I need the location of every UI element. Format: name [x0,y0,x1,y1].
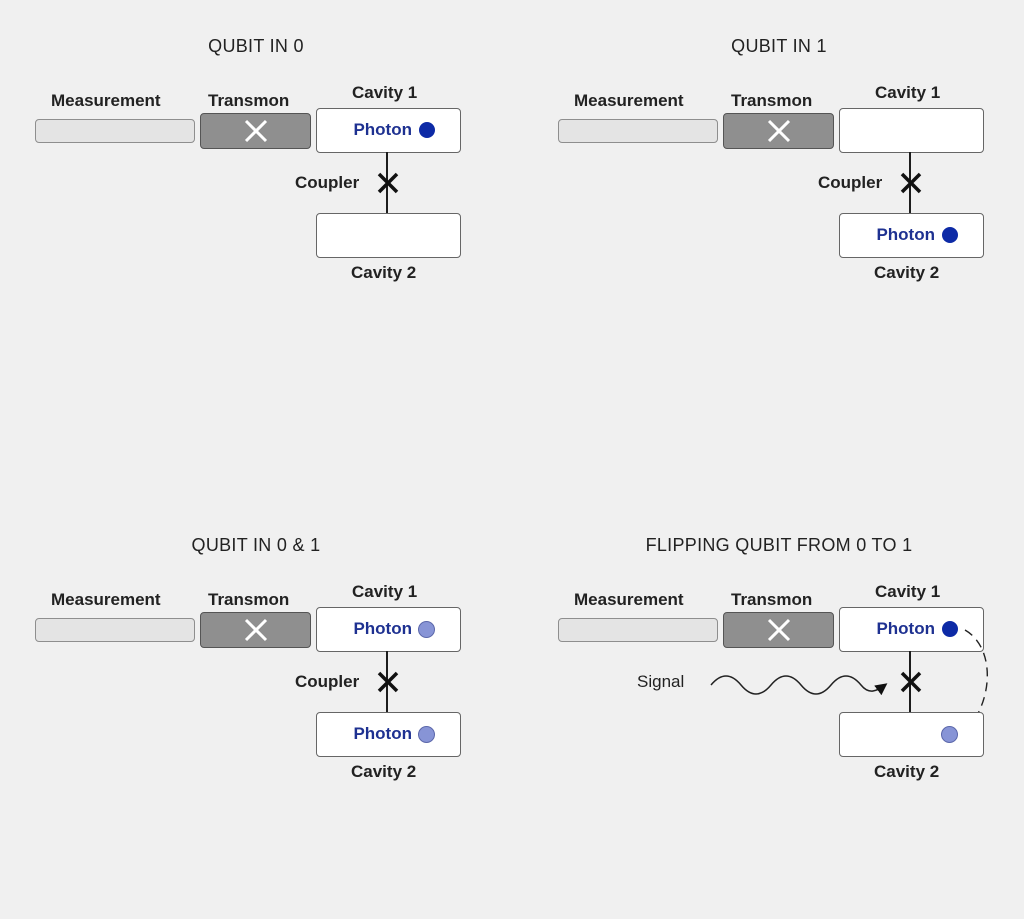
cavity1-label: Cavity 1 [352,582,418,601]
panel-qubit-in-0: QUBIT IN 0 Measurement Transmon Cavity 1… [0,0,512,420]
transmon-box [723,612,834,648]
coupler-label: Coupler [295,672,360,691]
cavity1-label: Cavity 1 [875,582,941,601]
measurement-label: Measurement [574,590,684,609]
x-mark-icon [244,618,268,642]
photon-dot-icon [418,621,435,638]
panel-title: QUBIT IN 1 [731,36,827,56]
photon-label: Photon [353,120,412,139]
cavity1-box [839,108,984,153]
panel-flipping-qubit: FLIPPING QUBIT FROM 0 TO 1 Measurement T… [523,499,1024,919]
photon-label: Photon [876,619,935,638]
panel-title: FLIPPING QUBIT FROM 0 TO 1 [645,535,913,555]
panel-title: QUBIT IN 0 [208,36,304,56]
cavity2-box [839,712,984,757]
panel-qubit-in-0-and-1: QUBIT IN 0 & 1 Measurement Transmon Cavi… [0,499,512,919]
photon-dot-icon [419,122,435,138]
transmon-box [200,612,311,648]
cavity2-label: Cavity 2 [351,762,417,781]
coupler-label: Coupler [295,173,360,192]
cavity1-box: Photon [316,108,461,153]
cavity1-box: Photon [839,607,984,652]
measurement-label: Measurement [51,590,161,609]
transmon-label: Transmon [731,91,813,110]
signal-wave-icon [710,675,888,696]
signal-label: Signal [637,672,685,691]
coupler-label: Coupler [818,173,883,192]
panel-title: QUBIT IN 0 & 1 [191,535,321,555]
measurement-bar [558,618,718,642]
cavity2-box: Photon [316,712,461,757]
transmon-label: Transmon [208,91,290,110]
measurement-bar [35,119,195,143]
x-mark-icon [767,119,791,143]
measurement-bar [35,618,195,642]
cavity1-label: Cavity 1 [352,83,418,102]
x-mark-icon [244,119,268,143]
cavity2-label: Cavity 2 [351,263,417,282]
cavity2-label: Cavity 2 [874,762,940,781]
measurement-label: Measurement [574,91,684,110]
photon-label: Photon [876,225,935,244]
photon-dot-icon [418,726,435,743]
cavity1-box: Photon [316,607,461,652]
cavity1-label: Cavity 1 [875,83,941,102]
photon-dot-icon [941,726,958,743]
photon-label: Photon [353,619,412,638]
cross-icon [900,172,922,194]
photon-dot-icon [942,227,958,243]
cavity2-box: Photon [839,213,984,258]
transmon-label: Transmon [731,590,813,609]
cavity2-label: Cavity 2 [874,263,940,282]
cross-icon [377,671,399,693]
x-mark-icon [767,618,791,642]
cavity2-box [316,213,461,258]
transmon-box [200,113,311,149]
cross-icon [377,172,399,194]
photon-label: Photon [353,724,412,743]
transmon-label: Transmon [208,590,290,609]
cross-icon [900,671,922,693]
panel-qubit-in-1: QUBIT IN 1 Measurement Transmon Cavity 1… [523,0,1024,420]
photon-dot-icon [942,621,958,637]
transmon-box [723,113,834,149]
measurement-label: Measurement [51,91,161,110]
measurement-bar [558,119,718,143]
